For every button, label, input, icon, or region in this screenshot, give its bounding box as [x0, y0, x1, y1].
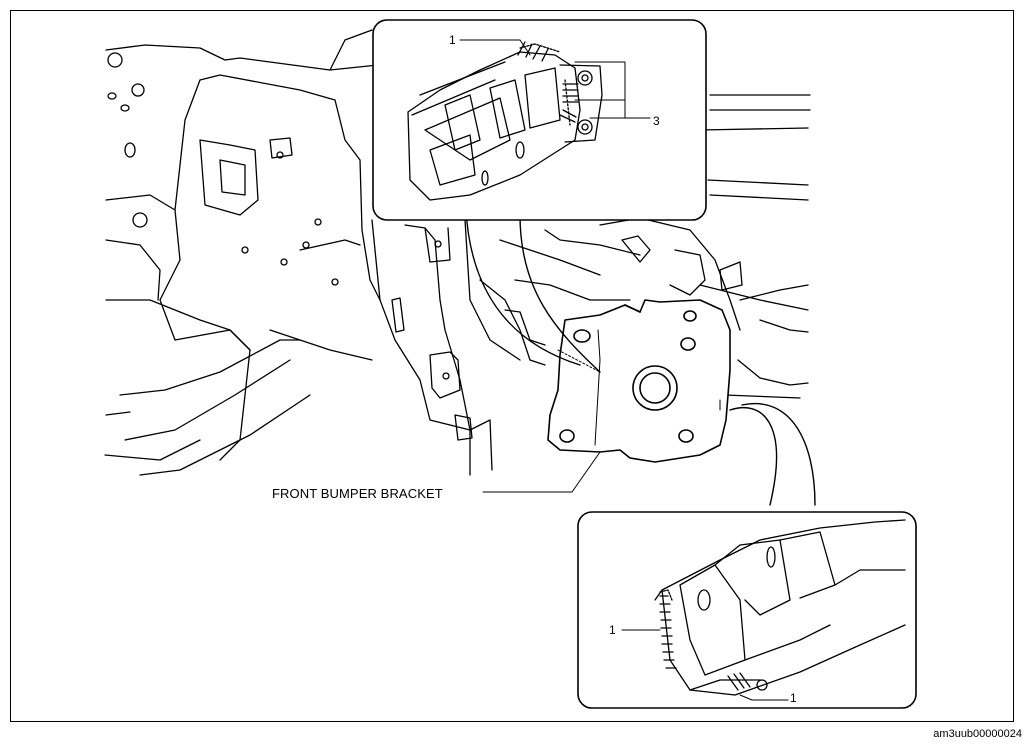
callout-top	[372, 19, 707, 373]
callout-bottom-part-drawing	[654, 519, 906, 696]
front-bumper-bracket	[547, 299, 731, 463]
callout-top-part-1-label: 1	[449, 33, 456, 47]
callout-bottom-part-1-left-label: 1	[609, 623, 616, 637]
leader-part-1-bottom	[739, 694, 789, 701]
front-bumper-bracket-label: FRONT BUMPER BRACKET	[272, 486, 443, 501]
leader-part-1-top	[459, 39, 531, 56]
leader-part-3	[574, 61, 651, 119]
image-code: am3uub00000024	[933, 728, 1022, 740]
callout-bottom-part-1-bottom-label: 1	[790, 691, 797, 705]
bracket-leader-line	[482, 451, 601, 493]
callout-bottom	[577, 402, 917, 709]
body-structure-left	[104, 29, 381, 476]
body-structure-center	[371, 219, 641, 476]
callout-top-part-drawing	[407, 41, 603, 201]
callout-top-part-3-label: 3	[653, 114, 660, 128]
